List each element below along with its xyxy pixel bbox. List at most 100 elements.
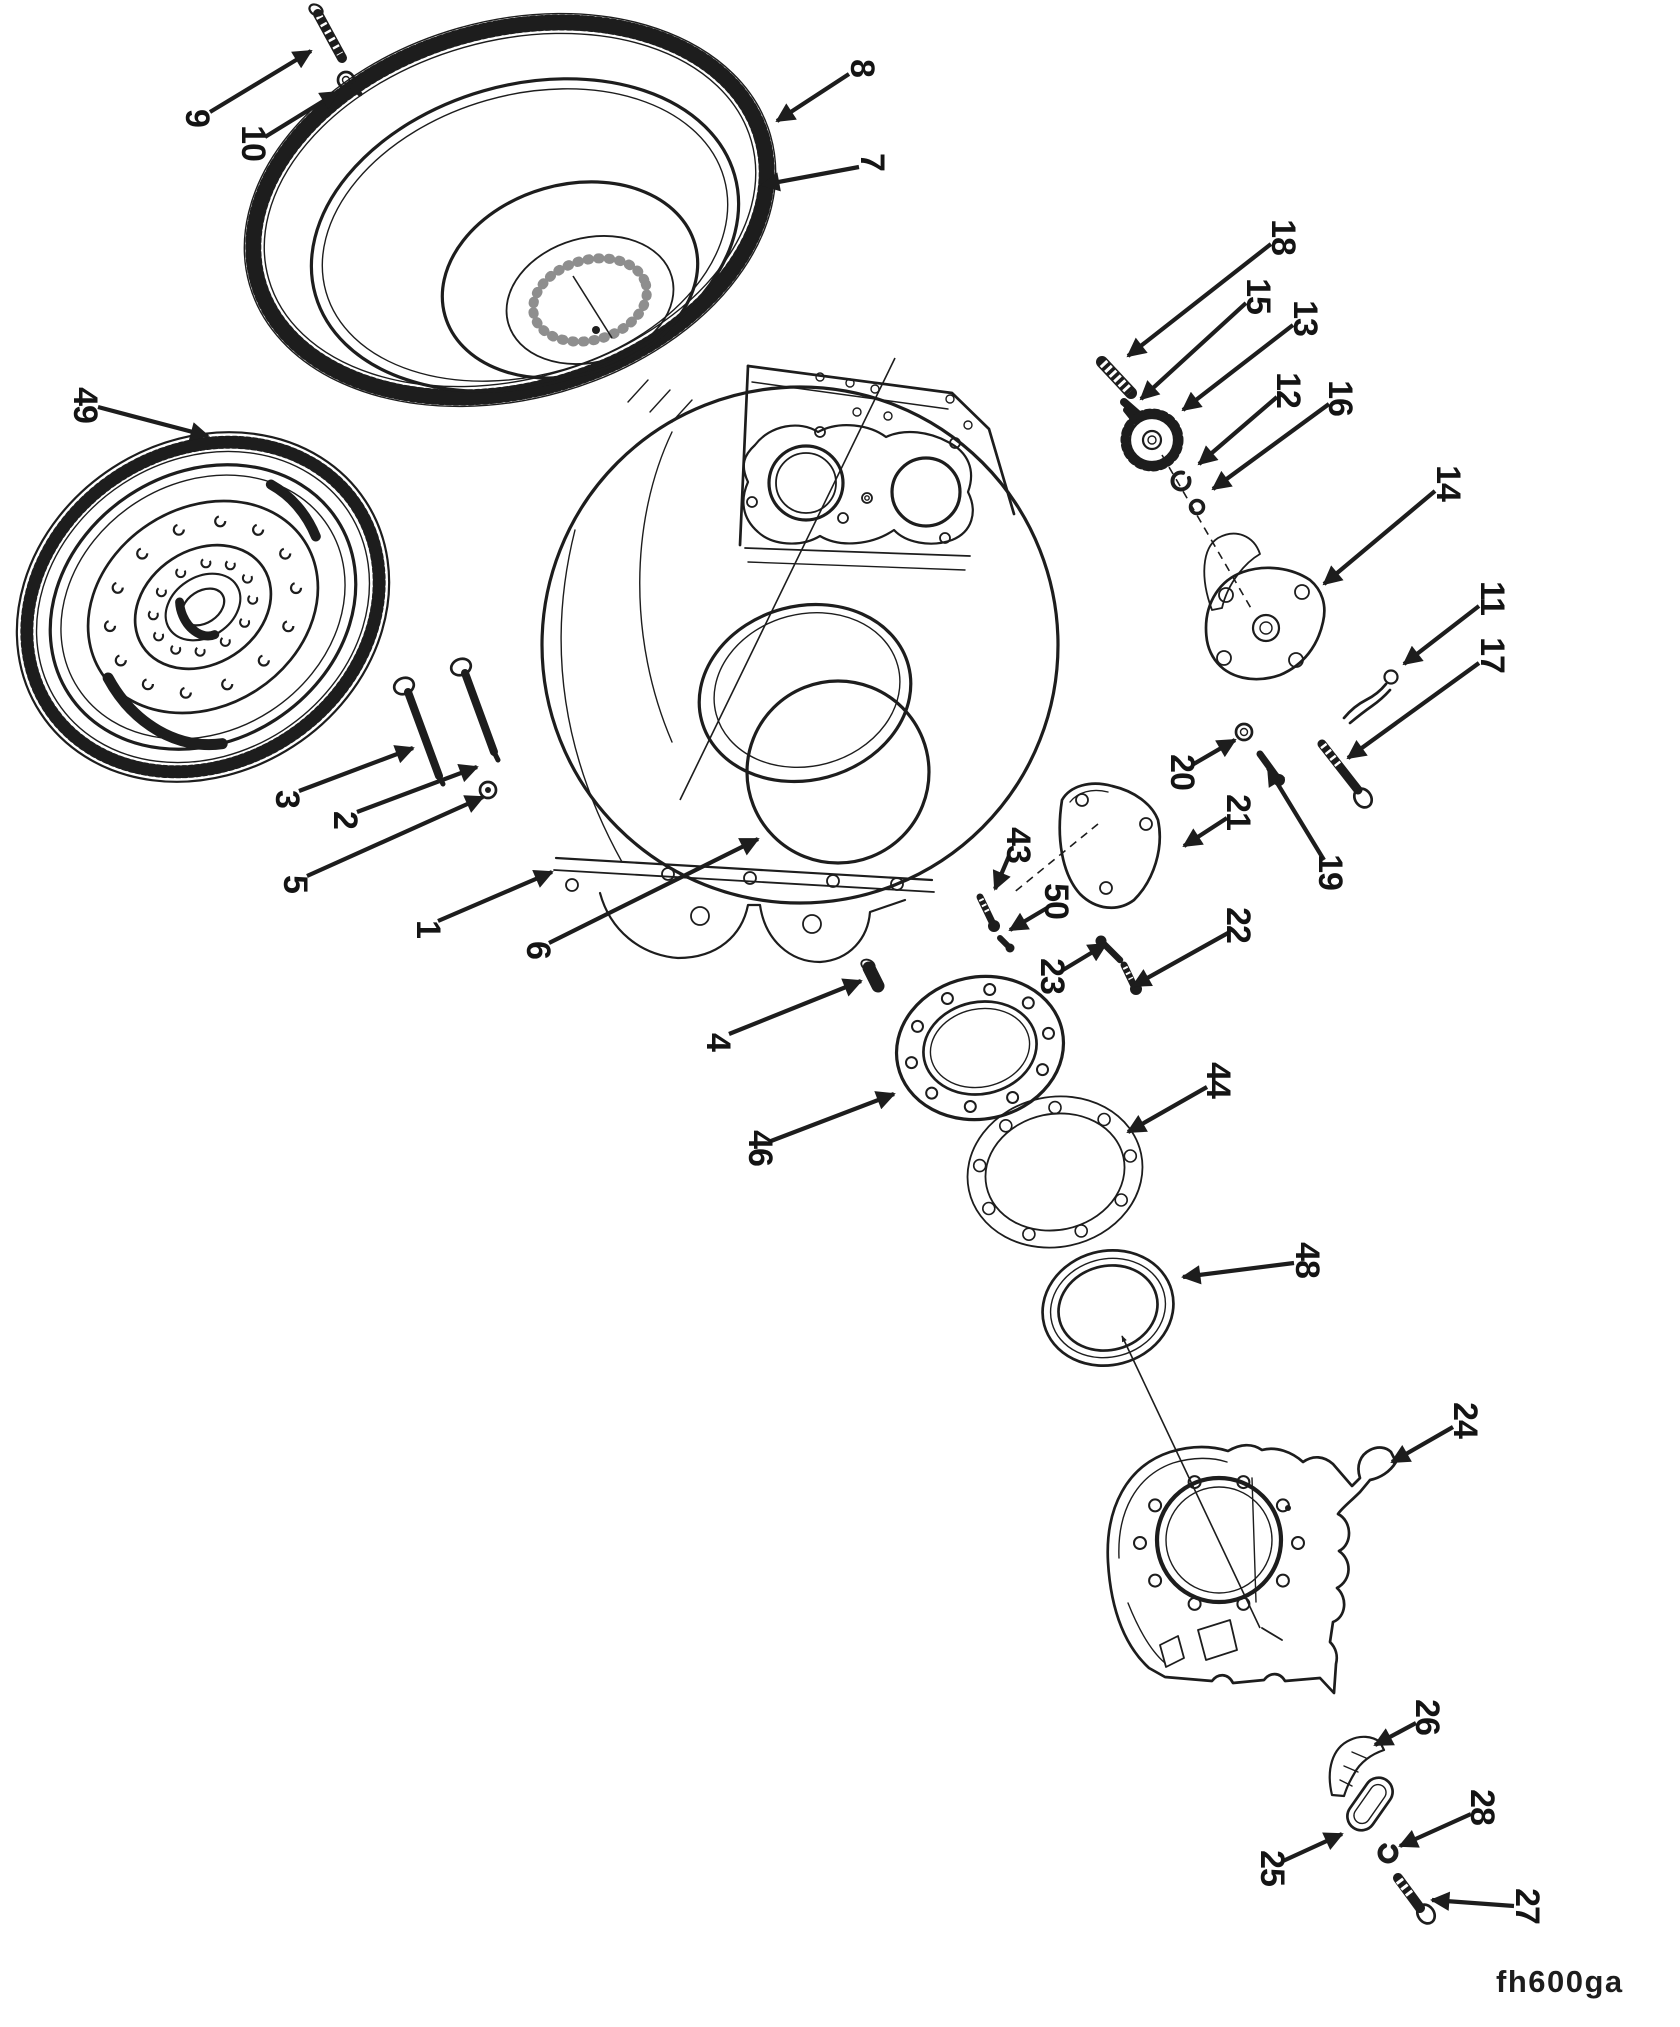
pivot-bolt (1317, 739, 1374, 809)
callout-arrow-20 (1190, 738, 1237, 767)
bolt-hole (1123, 1149, 1138, 1163)
callout-label-27: 27 (1508, 1888, 1546, 1924)
drive-plate-rim (309, 77, 741, 393)
bolt-hole (1097, 1112, 1111, 1127)
bolt-hole (279, 547, 292, 560)
callout-label-23: 23 (1033, 958, 1071, 994)
bolt-hole (1148, 1498, 1163, 1513)
bolt-hole (170, 643, 182, 655)
retainer-gasket (966, 1095, 1144, 1249)
bolt-hole (153, 630, 165, 642)
callout-label-1: 1 (409, 920, 447, 938)
callout-label-19: 19 (1311, 854, 1349, 890)
callout-arrow-19 (1266, 766, 1326, 862)
drive-plate-hub (440, 180, 700, 380)
callout-label-16: 16 (1321, 380, 1359, 416)
cotter-pin (1342, 669, 1399, 725)
drive-plate-and-ring-gear (243, 12, 777, 408)
housing-port-face (742, 424, 974, 545)
callout-arrow-12 (1197, 395, 1279, 466)
callout-arrow-10 (263, 90, 340, 139)
callout-label-18: 18 (1264, 219, 1302, 255)
governor-spring (1096, 356, 1137, 399)
bolt-long-left (392, 676, 446, 787)
bolt-hole (1006, 1091, 1020, 1104)
bolt-hole (983, 983, 997, 996)
callout-arrow-46 (770, 1091, 896, 1143)
dowel-stud (308, 3, 347, 63)
bolt-hole (289, 581, 303, 595)
callout-label-8: 8 (843, 59, 881, 77)
bolt-hole (221, 678, 234, 691)
bolt-hole (172, 523, 185, 536)
oil-seal (1041, 1249, 1175, 1367)
callout-arrow-2 (356, 764, 479, 814)
callout-label-15: 15 (1239, 278, 1277, 314)
callout-label-22: 22 (1219, 907, 1257, 943)
bolt-hole (252, 523, 265, 536)
callout-arrow-3 (298, 745, 415, 793)
flywheel (15, 431, 391, 783)
small-nut (1234, 722, 1254, 742)
rear-cover-seal-bore (1154, 1475, 1284, 1605)
bolt-hole (194, 645, 206, 657)
callout-label-21: 21 (1219, 794, 1257, 830)
bolt-hole (1275, 1573, 1290, 1588)
bearing-retainer-plate (894, 974, 1066, 1122)
callout-label-44: 44 (1199, 1062, 1237, 1099)
callout-label-4: 4 (699, 1033, 737, 1052)
governor-cover (1203, 532, 1326, 681)
bolt-hole (1291, 1536, 1305, 1550)
bolt-hole (1187, 1596, 1202, 1611)
callout-label-28: 28 (1463, 1789, 1501, 1825)
housing-top-flange (738, 364, 1016, 571)
callout-arrow-15 (1139, 301, 1248, 401)
bolt-hole (155, 586, 167, 598)
callout-label-24: 24 (1446, 1402, 1484, 1439)
small-cover-plate (1346, 1776, 1394, 1832)
callout-label-26: 26 (1408, 1699, 1446, 1735)
figure-code: fh600ga (1496, 1964, 1624, 1999)
bolt-hole (1048, 1100, 1062, 1115)
bolt-hole (141, 678, 154, 691)
callout-arrow-4 (728, 978, 863, 1036)
leader-line-4 (1161, 454, 1253, 611)
lever-bolt (1393, 1873, 1437, 1925)
dowel-plug (860, 958, 885, 993)
bolt-hole (1275, 1498, 1290, 1513)
callout-label-9: 9 (178, 109, 216, 127)
cover-bolt-22 (1120, 961, 1142, 995)
bolt-hole (200, 557, 212, 569)
callout-label-43: 43 (999, 827, 1037, 863)
bolt-hole (1148, 1573, 1163, 1588)
small-bolt-19 (1256, 750, 1285, 786)
bolt-hole (179, 686, 192, 699)
callout-arrow-23 (1061, 942, 1108, 972)
callout-arrow-48 (1181, 1260, 1295, 1285)
bolt-hole (241, 572, 253, 584)
lock-clip (1377, 1842, 1399, 1864)
bolt-long-right (449, 657, 501, 763)
washer (1170, 470, 1192, 492)
machine-screw (336, 70, 363, 97)
bolt-hole (1042, 1026, 1055, 1040)
bolt-hole (239, 616, 251, 628)
callout-label-5: 5 (276, 875, 314, 893)
flywheel-housing (540, 364, 1060, 964)
callout-label-10: 10 (234, 125, 272, 161)
bolt-hole (114, 654, 127, 667)
callout-label-12: 12 (1269, 372, 1307, 408)
callout-arrow-24 (1390, 1425, 1455, 1464)
bolt-hole (111, 581, 124, 594)
callout-arrow-9 (208, 49, 313, 114)
callouts: 1234567891011121314151617181920212223242… (66, 49, 1546, 1924)
callout-arrow-8 (775, 72, 851, 123)
bolt-hole (963, 1100, 977, 1113)
callout-arrow-44 (1126, 1085, 1209, 1134)
callout-label-46: 46 (741, 1130, 779, 1166)
callout-label-17: 17 (1473, 637, 1511, 673)
callout-label-6: 6 (519, 941, 557, 959)
lock-lever (1328, 1735, 1386, 1798)
